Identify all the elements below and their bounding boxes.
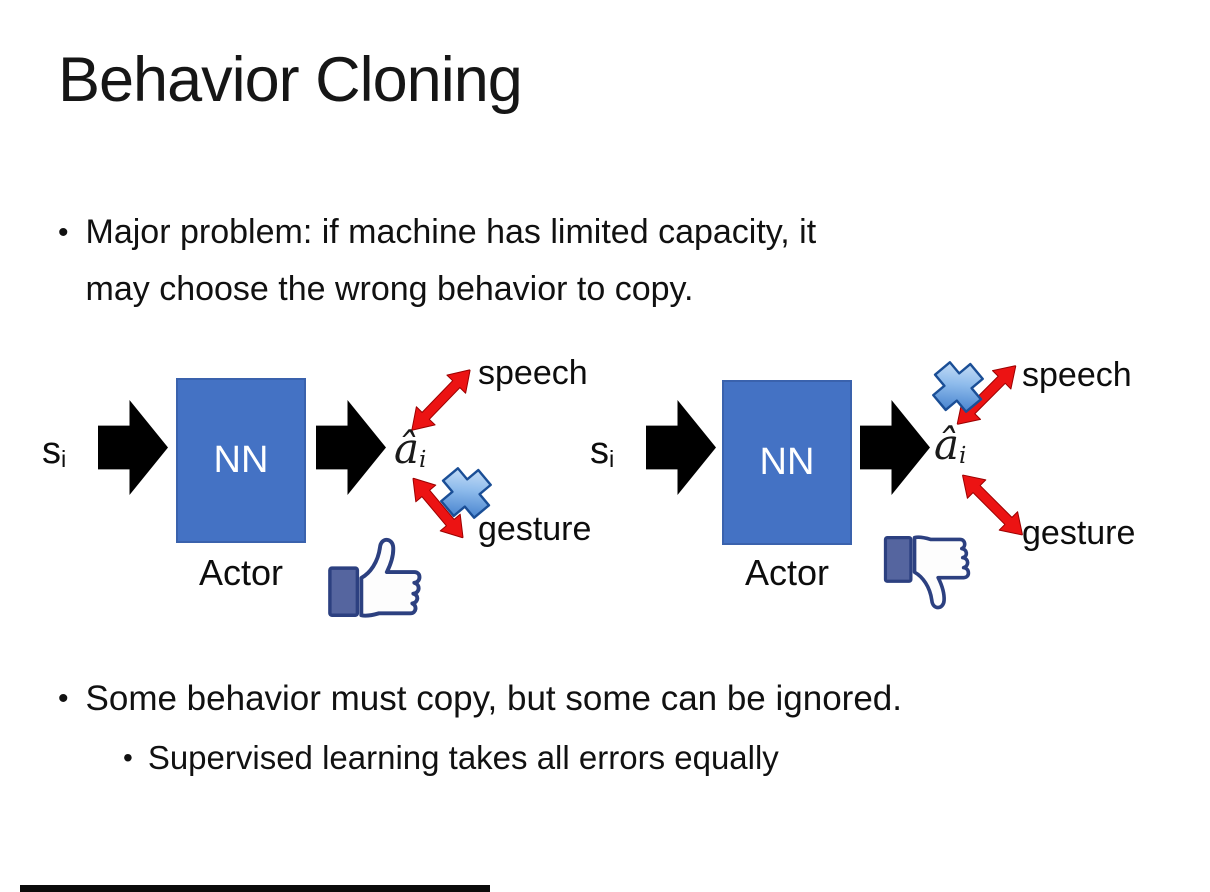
bullet-supervised-learning: • Supervised learning takes all errors e… [123,736,779,780]
gesture-label-right: gesture [1022,514,1136,552]
nn-label: NN [213,439,269,481]
actor-label-right: Actor [744,552,830,593]
bullet-major-problem: • Major problem: if machine has limited … [58,204,816,318]
output-arrow-icon [316,400,386,495]
actor-label-left: Actor [198,552,284,593]
bullet-dot: • [123,742,133,773]
state-base: s [42,430,61,472]
speech-label-right: speech [1022,356,1132,394]
action-base: â [934,420,960,469]
state-subscript: i [61,446,67,473]
bullet-dot: • [58,216,69,249]
input-arrow-icon [646,400,716,495]
gesture-doublearrow-icon [961,474,1024,536]
bullet-major-line1: Major problem: if machine has limited ca… [85,213,817,251]
state-base: s [590,430,609,472]
speech-label-left: speech [478,354,588,392]
state-label-right: si [590,430,614,473]
nn-box-right: NN [722,380,852,545]
bullet-dot: • [58,682,69,715]
bullet-major-line2: may choose the wrong behavior to copy. [85,270,694,308]
bullet-some-behavior: • Some behavior must copy, but some can … [58,676,902,722]
output-arrow-icon [860,400,930,495]
bullet-major-text: Major problem: if machine has limited ca… [86,204,817,318]
bullet-supervised-text: Supervised learning takes all errors equ… [147,739,779,776]
input-arrow-icon [98,400,168,495]
nn-box-left: NN [176,378,306,543]
blue-cross-icon [440,467,492,519]
bullet-some-text: Some behavior must copy, but some can be… [85,679,902,718]
state-label-left: si [42,430,66,473]
nn-label: NN [759,441,815,483]
action-label-left: âi [394,424,426,473]
slide-title: Behavior Cloning [58,45,523,115]
action-label-right: âi [934,420,966,469]
action-subscript: i [419,447,427,474]
thumbs-down-icon [883,535,971,610]
gesture-doublearrow-icon [412,477,464,539]
action-subscript: i [959,443,967,470]
action-base: â [394,424,420,473]
cropped-bottom-bar [20,885,490,892]
blue-cross-icon [932,361,984,413]
gesture-label-left: gesture [478,510,592,548]
speech-doublearrow-icon [411,369,471,431]
state-subscript: i [609,446,615,473]
thumbs-up-icon [328,537,422,618]
